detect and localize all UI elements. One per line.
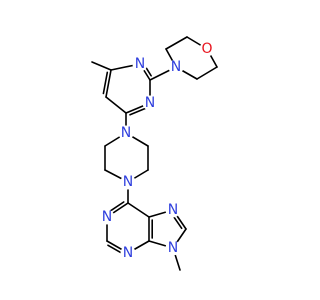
atom-n_morph: N — [168, 59, 184, 75]
atom-label-n_pur9: N — [168, 240, 178, 256]
bond-c6-c5-double — [102, 71, 109, 95]
bonds-layer — [91, 36, 218, 271]
atom-label-n_pip1: N — [121, 125, 131, 141]
bond-c6-c5 — [105, 69, 112, 98]
atom-background — [120, 174, 136, 190]
atom-label-n_pur1: N — [102, 209, 112, 225]
bond-c6-me1 — [91, 61, 112, 71]
atom-n_pyr1: N — [132, 56, 148, 72]
atom-label-n_pyr3: N — [145, 95, 155, 111]
atom-label-n_pur7: N — [168, 202, 178, 218]
bond-c5-c4 — [105, 96, 127, 114]
atom-label-n_morph: N — [171, 59, 181, 75]
atom-background — [168, 59, 184, 75]
atom-n_pur7: N — [165, 202, 181, 218]
atom-label-n_pyr1: N — [135, 56, 145, 72]
atom-label-n_pip4: N — [123, 174, 133, 190]
atom-n_pur9: N — [165, 240, 181, 256]
atom-n_pur1: N — [99, 209, 115, 225]
atom-o_morph: O — [199, 41, 215, 57]
bond-cm1-cm2 — [165, 36, 188, 50]
atom-background — [165, 202, 181, 218]
atom-background — [120, 245, 136, 261]
atom-n_pip1: N — [118, 125, 134, 141]
atom-background — [199, 41, 215, 57]
atom-n_pur3: N — [120, 245, 136, 261]
atom-n_pip4: N — [120, 174, 136, 190]
atom-background — [142, 95, 158, 111]
bond-c5p-c6p — [127, 202, 150, 218]
atom-background — [165, 240, 181, 256]
atom-background — [132, 56, 148, 72]
atom-label-n_pur3: N — [123, 245, 133, 261]
atom-n_pyr3: N — [142, 95, 158, 111]
bond-cm3-cm4 — [196, 66, 218, 80]
atom-background — [118, 125, 134, 141]
atom-background — [99, 209, 115, 225]
atom-label-o_morph: O — [201, 41, 212, 57]
